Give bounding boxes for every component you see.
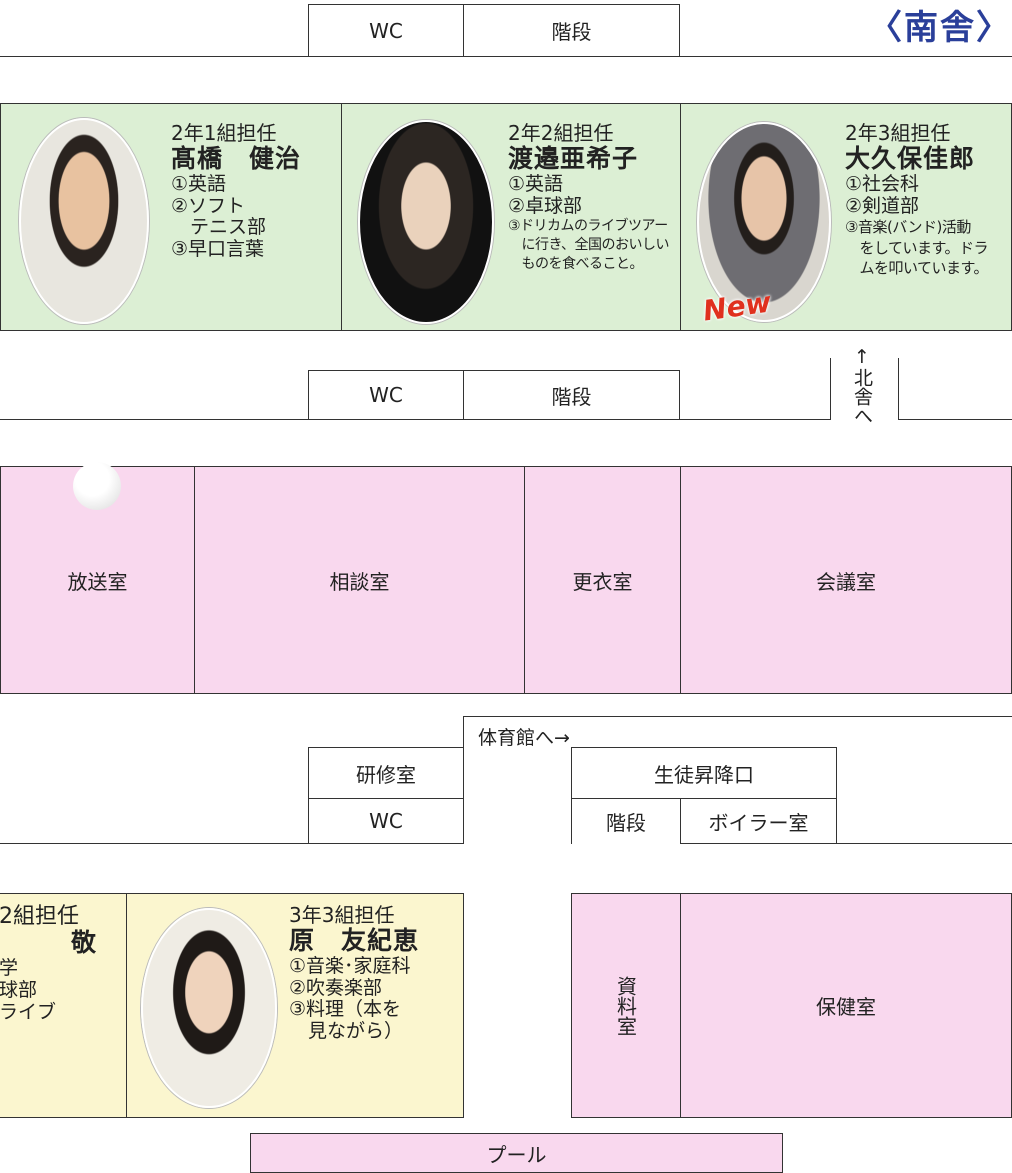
- corridor-line: [898, 419, 1012, 420]
- item: テニス部: [171, 216, 267, 239]
- teacher-info: 2年2組担任 渡邉亜希子 ①英語 ②卓球部 ③ドリカムのライブツアー に行き、全…: [508, 122, 680, 274]
- class-label: 2年3組担任: [845, 121, 951, 145]
- item: ものを食べること。: [508, 256, 643, 273]
- item: ①英語: [171, 172, 227, 195]
- room-label: 会議室: [816, 569, 876, 594]
- training-room: 研修室: [308, 747, 464, 799]
- stairs-label: 階段: [551, 20, 592, 44]
- item: ③料理（本を: [289, 998, 402, 1021]
- item: ①英語: [508, 172, 564, 195]
- wc-label: WC: [369, 383, 403, 407]
- classroom-3-2: 2組担任 敬 学 球部 ライブ: [0, 893, 127, 1118]
- item: ③早口言葉: [171, 238, 265, 261]
- item: ムを叩いています。: [845, 258, 989, 277]
- room-label: ボイラー室: [708, 810, 809, 835]
- item: ①音楽･家庭科: [289, 954, 411, 977]
- classroom-2-3: New 2年3組担任 大久保佳郎 ①社会科 ②剣道部 ③音楽(バンド)活動 をし…: [680, 103, 1012, 331]
- item: ②吹奏楽部: [289, 976, 383, 999]
- north-building-arrow: ↑北舎へ: [851, 346, 873, 425]
- classroom-3-3: 3年3組担任 原 友紀恵 ①音楽･家庭科 ②吹奏楽部 ③料理（本を 見ながら）: [126, 893, 464, 1118]
- item: 見ながら）: [289, 1020, 404, 1043]
- teacher-name: 渡邉亜希子: [508, 144, 639, 173]
- punch-hole: [73, 462, 121, 510]
- teacher-portrait: [19, 118, 149, 324]
- corridor-line: [680, 419, 830, 420]
- room-label: 更衣室: [572, 569, 633, 594]
- student-entrance: 生徒昇降口: [571, 747, 837, 799]
- item: ②卓球部: [508, 194, 583, 217]
- gym-arrow: 体育館へ→: [478, 727, 570, 749]
- room-counseling: 相談室: [194, 466, 525, 694]
- teacher-name: 原 友紀恵: [289, 926, 420, 955]
- wc-room: WC: [308, 370, 464, 420]
- room-label: 研修室: [356, 762, 416, 787]
- wc-room: WC: [308, 4, 464, 57]
- stairs-room: 階段: [571, 798, 681, 844]
- item: ②ソフト: [171, 194, 246, 217]
- room-meeting: 会議室: [680, 466, 1012, 694]
- room-label: プール: [486, 1142, 547, 1167]
- teacher-info: 3年3組担任 原 友紀恵 ①音楽･家庭科 ②吹奏楽部 ③料理（本を 見ながら）: [289, 904, 465, 1043]
- teacher-info: 2年1組担任 髙橋 健治 ①英語 ②ソフト テニス部 ③早口言葉: [171, 122, 339, 261]
- room-label: 保健室: [816, 995, 876, 1019]
- classroom-2-1: 2年1組担任 髙橋 健治 ①英語 ②ソフト テニス部 ③早口言葉: [0, 103, 342, 331]
- item: をしています。ドラ: [845, 238, 989, 257]
- item: ②剣道部: [845, 194, 920, 217]
- corridor-line: [680, 56, 1012, 57]
- teacher-portrait: [358, 120, 494, 324]
- stairs-room: 階段: [463, 4, 680, 57]
- corridor-line: [463, 716, 1012, 717]
- stairs-label: 階段: [606, 811, 646, 835]
- stairs-room: 階段: [463, 370, 680, 420]
- item: 学: [0, 957, 19, 980]
- corridor-line: [0, 56, 308, 57]
- teacher-info: 2年3組担任 大久保佳郎 ①社会科 ②剣道部 ③音楽(バンド)活動 をしています…: [845, 122, 1012, 278]
- corridor-line: [0, 419, 308, 420]
- room-label: 相談室: [329, 569, 390, 594]
- stairs-label: 階段: [551, 384, 592, 409]
- pool: プール: [250, 1133, 783, 1173]
- health-room: 保健室: [680, 893, 1012, 1118]
- corridor-line: [836, 843, 1012, 844]
- wc-label: WC: [369, 18, 403, 43]
- boiler-room: ボイラー室: [680, 798, 837, 844]
- room-label: 資料室: [613, 975, 638, 1036]
- class-label: 2年2組担任: [508, 121, 614, 145]
- corridor-line: [898, 358, 899, 420]
- item: に行き、全国のおいしい: [508, 237, 670, 254]
- item: 球部: [0, 978, 38, 1001]
- class-label: 2組担任: [0, 904, 79, 929]
- item: ③ドリカムのライブツアー: [508, 218, 668, 235]
- room-label: 生徒昇降口: [654, 762, 754, 787]
- teacher-name: 髙橋 健治: [171, 144, 302, 173]
- class-label: 3年3組担任: [289, 903, 395, 927]
- wc-label: WC: [369, 809, 403, 833]
- item: ライブ: [0, 1000, 57, 1023]
- item: ①社会科: [845, 172, 920, 195]
- teacher-info: 2組担任 敬 学 球部 ライブ: [0, 904, 125, 1024]
- classroom-2-2: 2年2組担任 渡邉亜希子 ①英語 ②卓球部 ③ドリカムのライブツアー に行き、全…: [341, 103, 681, 331]
- corridor-line: [0, 843, 308, 844]
- item: ③音楽(バンド)活動: [845, 218, 971, 237]
- class-label: 2年1組担任: [171, 121, 277, 145]
- room-changing: 更衣室: [524, 466, 681, 694]
- wc-room: WC: [308, 798, 464, 844]
- teacher-name: 大久保佳郎: [845, 144, 976, 173]
- teacher-portrait: [141, 908, 277, 1108]
- room-label: 放送室: [67, 569, 128, 594]
- teacher-portrait: [697, 122, 831, 322]
- building-label: 〈南舎〉: [868, 8, 1012, 48]
- teacher-name: 敬: [70, 928, 97, 958]
- corridor-line: [830, 358, 831, 420]
- materials-room: 資料室: [571, 893, 681, 1118]
